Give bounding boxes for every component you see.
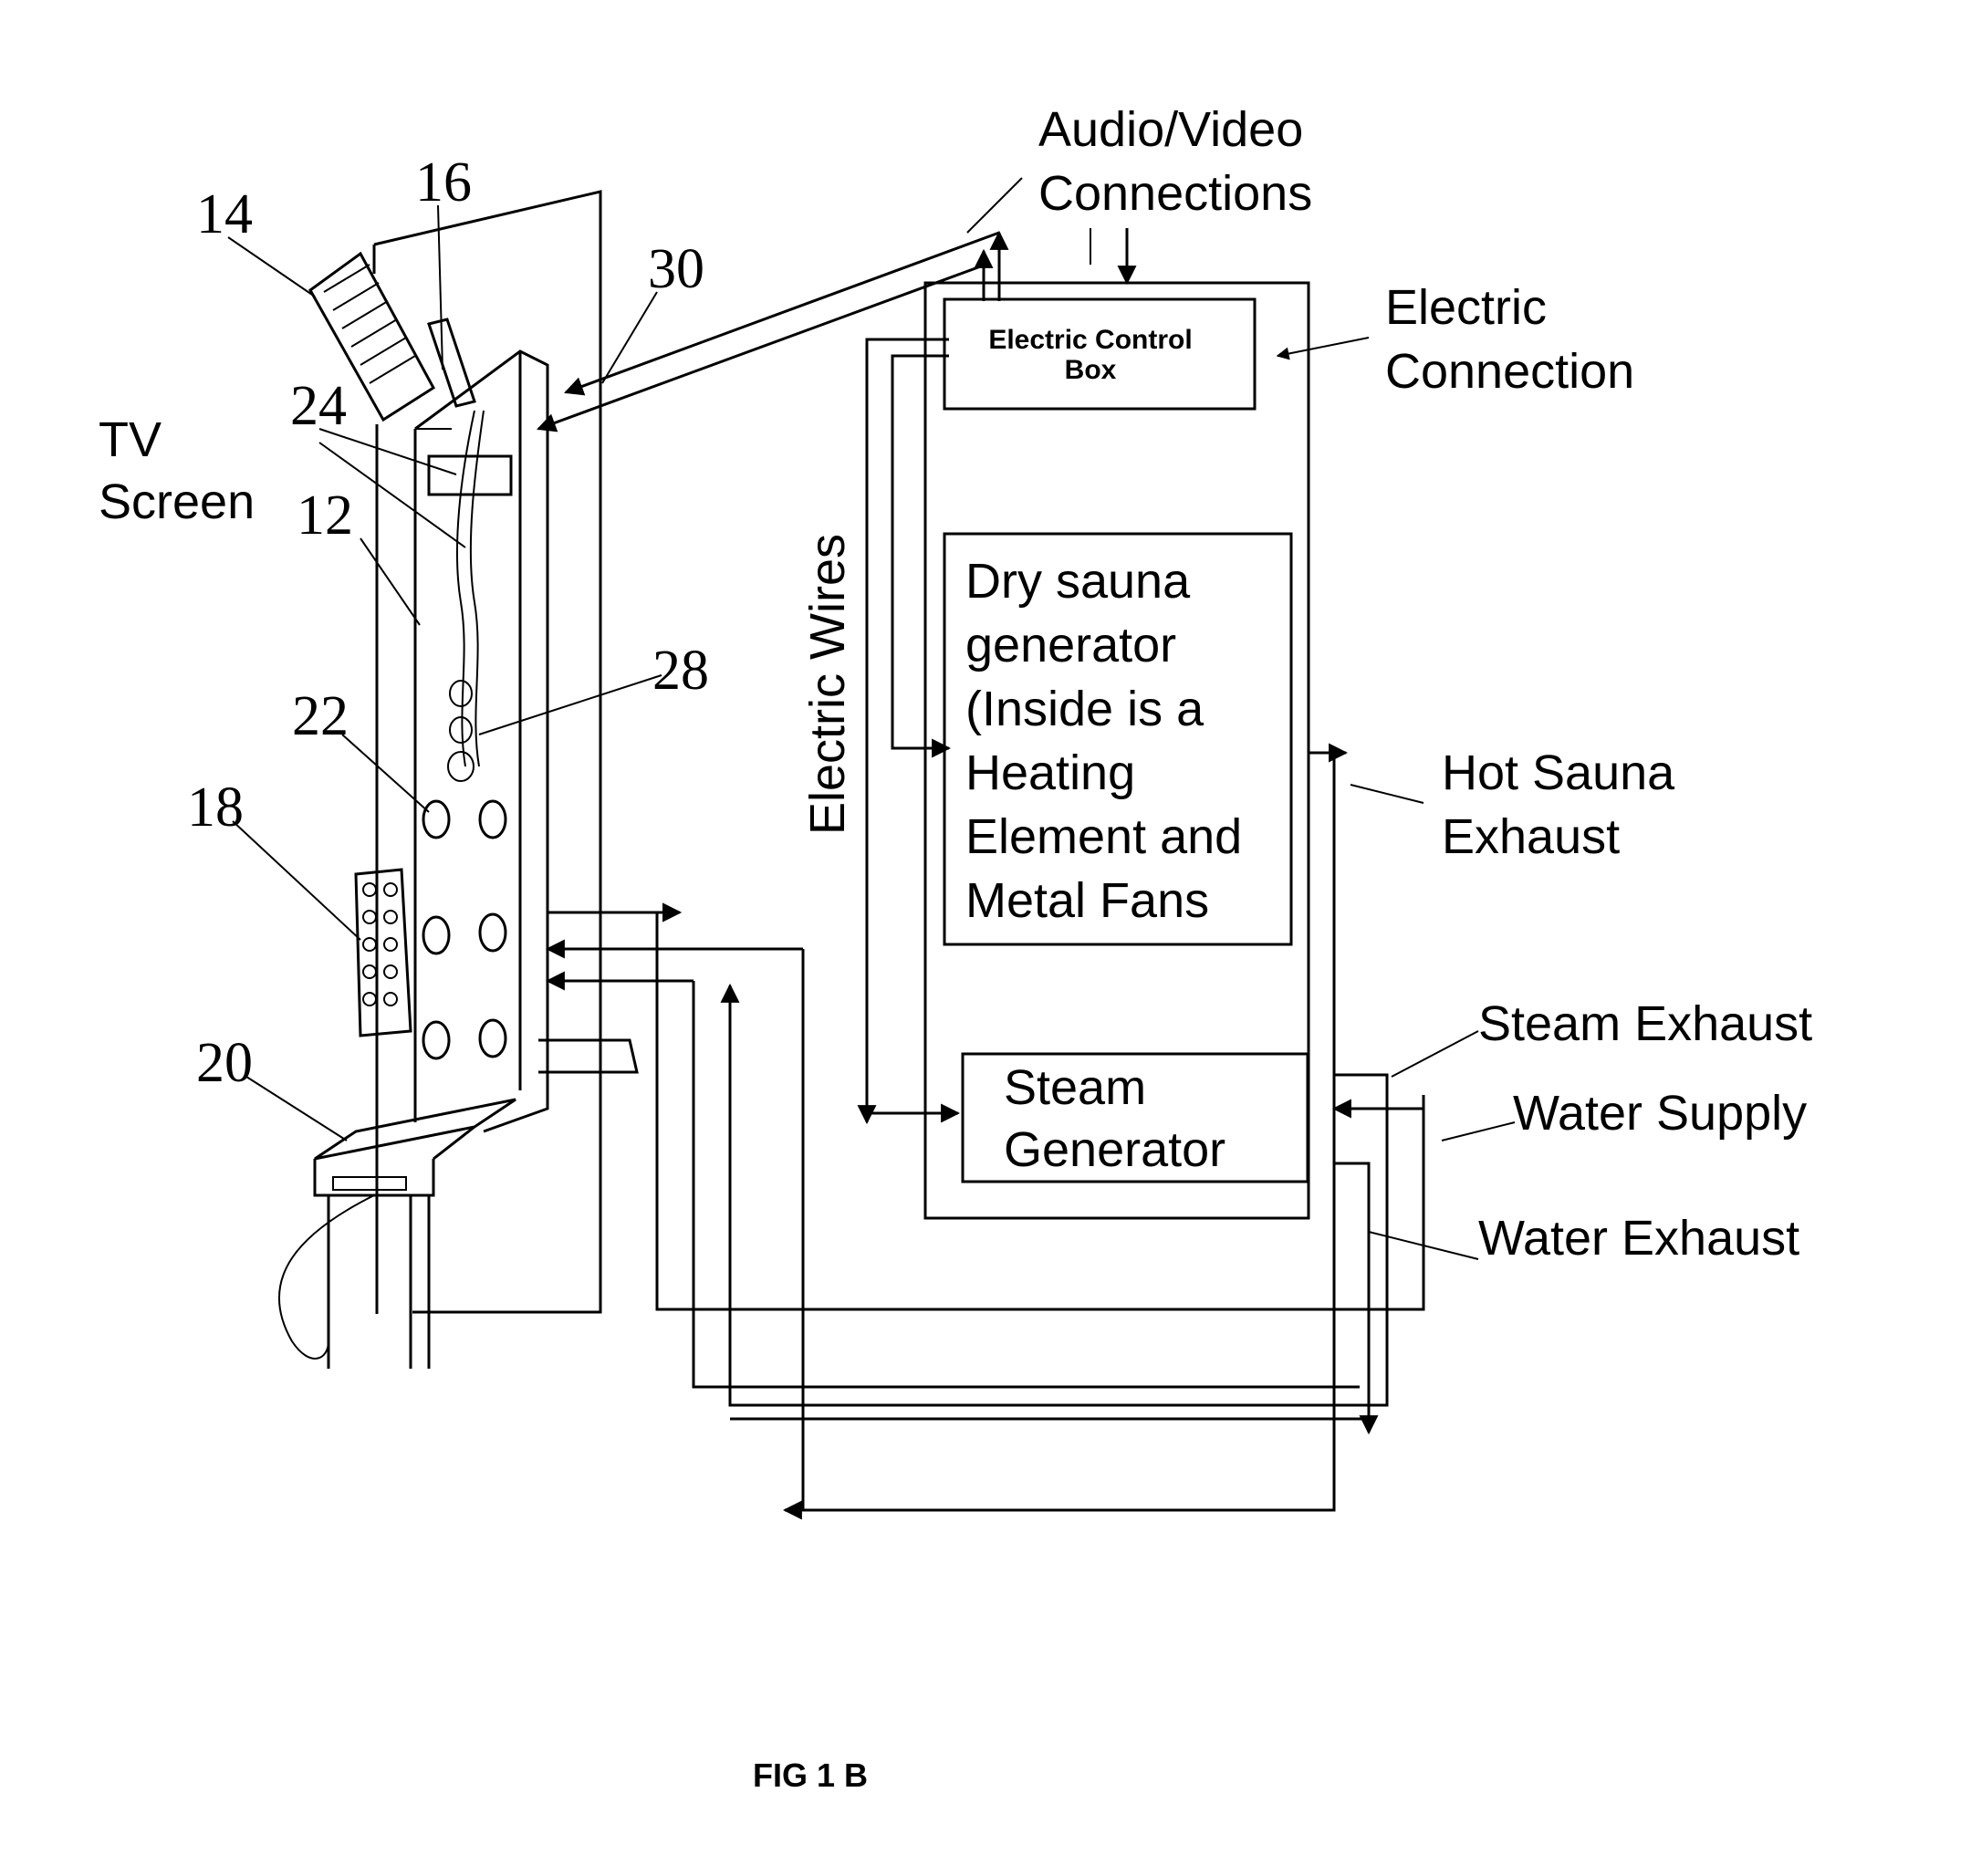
tv-screen [427,454,513,496]
label-audio-video-line1: Audio/Video [1038,102,1303,157]
control-box-label-line1: Electric Control [988,325,1192,355]
label-hot-sauna-line1: Hot Sauna [1442,745,1675,800]
ref-28: 28 [652,640,709,702]
dry-sauna-label-line4: Heating [965,745,1135,800]
label-water-exhaust: Water Exhaust [1478,1211,1799,1266]
control-panel [354,868,412,1037]
reference-numbers: 14 16 30 24 12 22 28 18 20 [187,151,709,1094]
connection-lines [537,228,1516,1520]
ref-24: 24 [290,375,347,437]
ref-14: 14 [196,183,253,245]
dry-sauna-label-line6: Metal Fans [965,873,1209,928]
leader-lines [227,177,1023,1141]
steam-generator-label-line1: Steam [1004,1060,1146,1115]
shower-head [308,251,435,422]
dry-sauna-label-line5: Element and [965,809,1242,864]
figure-caption: FIG 1 B [753,1756,868,1794]
ref-30: 30 [648,238,704,300]
steam-generator-label-line2: Generator [1004,1122,1225,1177]
label-audio-video-line2: Connections [1038,166,1312,221]
electric-control-box [943,297,1257,411]
label-tv-line2: Screen [99,474,255,529]
callout-labels: Audio/Video Connections Electric Connect… [99,102,1812,1266]
label-tv-line1: TV [99,412,162,467]
shower-panel [277,190,639,1369]
control-box-label-line2: Box [1065,355,1117,385]
dry-sauna-label-line2: generator [965,618,1176,672]
steam-generator [961,1052,1309,1183]
dry-sauna-label-line1: Dry sauna [965,554,1191,609]
ref-22: 22 [292,685,349,747]
seat [277,1098,516,1369]
box-labels: Electric Control Box Dry sauna generator… [965,325,1242,1177]
label-hot-sauna-line2: Exhaust [1442,809,1620,864]
ref-16: 16 [415,151,472,214]
label-electric-connection-line1: Electric [1385,280,1547,335]
label-steam-exhaust: Steam Exhaust [1478,996,1812,1051]
label-water-supply: Water Supply [1513,1086,1807,1141]
label-electric-connection-line2: Connection [1385,344,1634,399]
ref-12: 12 [297,485,353,547]
massage-jets [422,799,507,1060]
label-electric-wires: Electric Wires [800,534,855,835]
ref-20: 20 [196,1032,253,1094]
dry-sauna-label-line3: (Inside is a [965,682,1204,736]
ref-18: 18 [187,776,244,839]
